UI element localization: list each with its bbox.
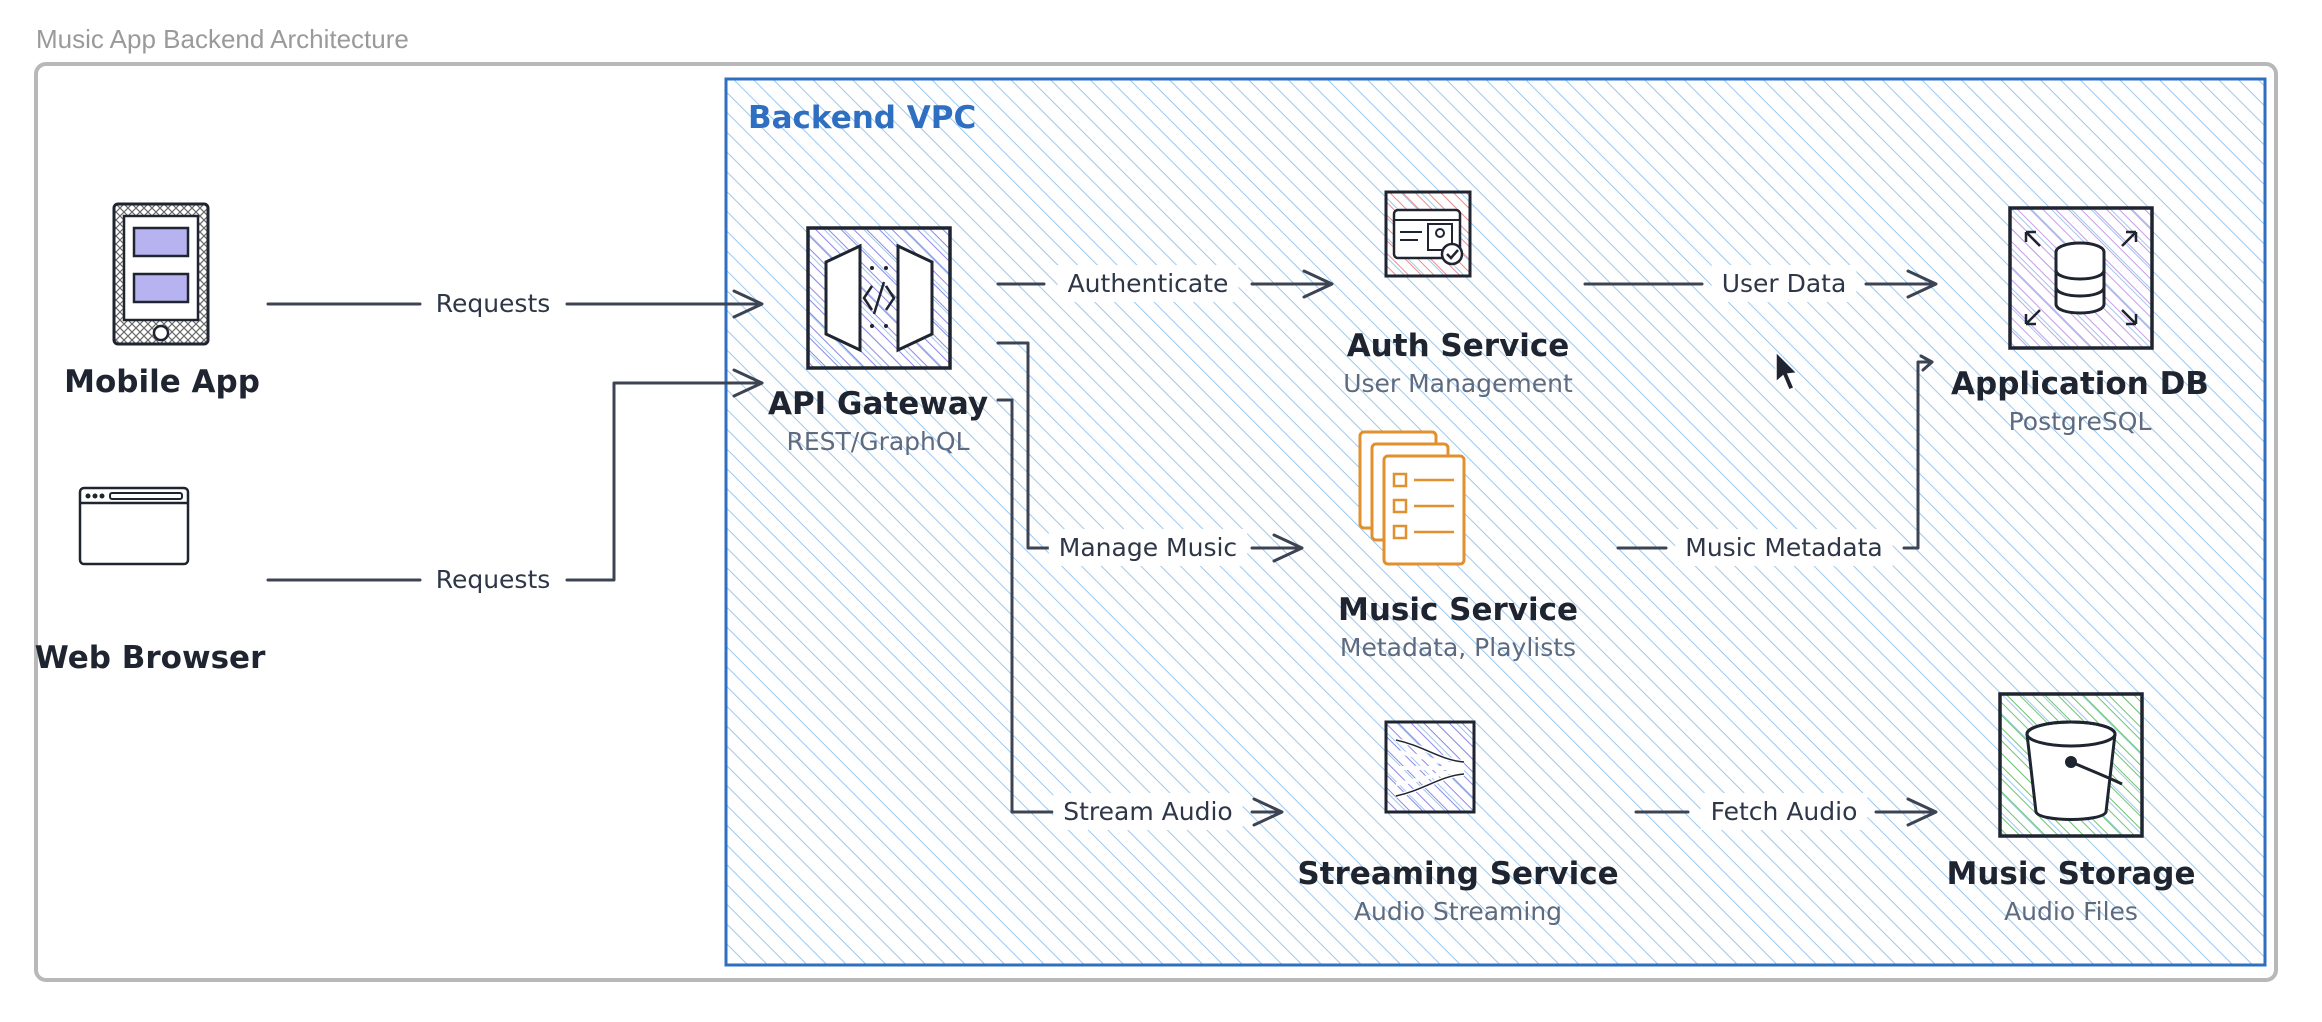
node-title-music: Music Service (1338, 592, 1578, 628)
node-title-storage: Music Storage (1946, 856, 2195, 892)
edge-label-web-gateway: Requests (436, 565, 551, 594)
api-gateway-icon (806, 226, 952, 370)
browser-window-icon (78, 486, 190, 566)
outer-frame (34, 62, 2278, 982)
node-subtitle-gateway: REST/GraphQL (786, 427, 969, 456)
edge-mobile-gateway: Requests (266, 285, 764, 322)
edge-label-gateway-auth: Authenticate (1068, 269, 1229, 298)
edge-label-background (1711, 265, 1857, 302)
node-subtitle-auth: User Management (1343, 369, 1573, 398)
edge-label-streaming-storage: Fetch Audio (1711, 797, 1858, 826)
node-title-auth: Auth Service (1347, 328, 1570, 364)
edge-label-background (1053, 793, 1243, 830)
page-title: Music App Backend Architecture (36, 24, 409, 54)
edge-label-background (1675, 529, 1893, 566)
node-streaming-service[interactable]: Streaming Service Audio Streaming (1297, 720, 1619, 926)
node-title-web: Web Browser (35, 640, 266, 676)
node-music-service[interactable]: Music Service Metadata, Playlists (1338, 430, 1578, 662)
node-subtitle-music: Metadata, Playlists (1340, 633, 1576, 662)
node-title-mobile: Mobile App (64, 364, 260, 400)
node-title-streaming: Streaming Service (1297, 856, 1618, 892)
edge-label-mobile-gateway: Requests (436, 289, 551, 318)
streaming-icon (1384, 720, 1476, 814)
bucket-icon (1998, 692, 2144, 838)
edge-gateway-music: Manage Music (996, 341, 1304, 566)
edge-streaming-storage: Fetch Audio (1634, 793, 1938, 830)
edge-web-gateway: Requests (266, 368, 764, 598)
database-icon (2008, 206, 2154, 350)
edge-label-gateway-streaming: Stream Audio (1063, 797, 1232, 826)
node-title-gateway: API Gateway (768, 386, 988, 422)
mobile-phone-icon (112, 202, 210, 346)
edge-label-gateway-music: Manage Music (1059, 533, 1237, 562)
edge-label-background (425, 285, 561, 322)
identity-card-icon (1384, 190, 1472, 278)
edge-gateway-streaming: Stream Audio (996, 398, 1284, 830)
node-title-db: Application DB (1951, 366, 2209, 402)
edge-label-auth-db: User Data (1722, 269, 1847, 298)
node-web-browser[interactable]: Web Browser (35, 486, 266, 676)
node-music-storage[interactable]: Music Storage Audio Files (1946, 692, 2196, 926)
mouse-cursor-icon (1775, 350, 1799, 391)
edge-label-background (425, 561, 561, 598)
node-application-db[interactable]: Application DB PostgreSQL (1951, 206, 2209, 436)
edge-auth-db: User Data (1583, 265, 1938, 302)
edge-label-music-db: Music Metadata (1685, 533, 1882, 562)
edge-music-db: Music Metadata (1616, 354, 1934, 566)
edge-label-background (1048, 529, 1248, 566)
node-subtitle-storage: Audio Files (2004, 897, 2138, 926)
edge-label-background (1700, 793, 1868, 830)
edge-label-background (1057, 265, 1239, 302)
vpc-label: Backend VPC (748, 100, 976, 136)
edge-gateway-auth: Authenticate (996, 265, 1334, 302)
document-list-icon (1358, 430, 1466, 566)
node-auth-service[interactable]: Auth Service User Management (1343, 190, 1573, 398)
node-mobile-app[interactable]: Mobile App (64, 202, 260, 400)
node-subtitle-db: PostgreSQL (2009, 407, 2152, 436)
node-subtitle-streaming: Audio Streaming (1354, 897, 1562, 926)
node-api-gateway[interactable]: API Gateway REST/GraphQL (768, 226, 988, 456)
